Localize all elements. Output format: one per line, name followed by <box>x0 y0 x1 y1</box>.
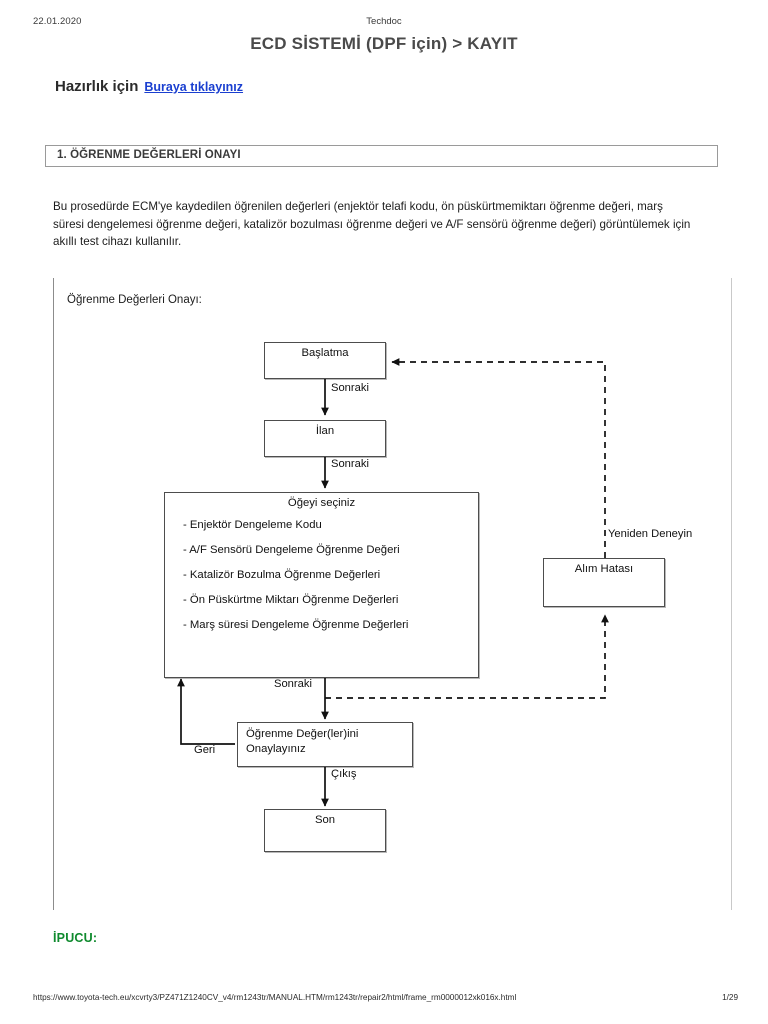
flowchart-container: Öğrenme Değerleri Onayı: Ba <box>53 278 732 910</box>
flow-node-select-item[interactable]: Öğeyi seçiniz - Enjektör Dengeleme Kodu … <box>164 492 479 678</box>
flow-node-receive-error-label: Alım Hatası <box>574 563 634 575</box>
flow-option-list: - Enjektör Dengeleme Kodu - A/F Sensörü … <box>183 519 471 644</box>
flow-edge-label-next-3: Sonraki <box>274 678 312 690</box>
flow-node-start-label: Başlatma <box>301 347 349 359</box>
section-heading-bar: 1. ÖĞRENME DEĞERLERİ ONAYI <box>45 145 718 167</box>
preparation-link[interactable]: Buraya tıklayınız <box>144 80 244 94</box>
page-title: ECD SİSTEMİ (DPF için) > KAYIT <box>250 34 518 53</box>
flow-node-confirm-values-line1: Öğrenme Değer(ler)ini <box>246 728 359 740</box>
flow-node-confirm-values-line2: Onaylayınız <box>246 743 306 755</box>
header-techdoc-label: Techdoc <box>366 16 402 27</box>
section-heading-text: 1. ÖĞRENME DEĞERLERİ ONAYI <box>57 149 241 161</box>
flow-node-confirm-values[interactable]: Öğrenme Değer(ler)ini Onaylayınız <box>237 722 413 767</box>
flow-edge-label-back: Geri <box>194 744 216 756</box>
tip-label: İPUCU: <box>53 931 98 945</box>
flow-edge-label-exit: Çıkış <box>331 768 357 780</box>
flow-edge-label-next-1: Sonraki <box>331 382 369 394</box>
section-bar-accent <box>46 146 49 166</box>
flow-node-receive-error[interactable]: Alım Hatası <box>543 558 665 607</box>
header-date: 22.01.2020 <box>33 16 82 27</box>
footer-page-number: 1/29 <box>722 993 738 1002</box>
flow-node-end[interactable]: Son <box>264 809 386 852</box>
flow-edge-label-retry: Yeniden Deneyin <box>608 528 693 540</box>
flowchart-caption: Öğrenme Değerleri Onayı: <box>67 294 202 306</box>
flow-node-end-label: Son <box>314 814 336 826</box>
flow-node-confirm-values-label: Öğrenme Değer(ler)ini Onaylayınız <box>246 727 358 757</box>
flow-option-item[interactable]: - Katalizör Bozulma Öğrenme Değerleri <box>183 569 381 581</box>
flow-option-item[interactable]: - Ön Püskürtme Miktarı Öğrenme Değerleri <box>183 594 399 606</box>
flow-node-select-item-label: Öğeyi seçiniz <box>287 497 356 509</box>
preparation-row: Hazırlık için Buraya tıklayınız <box>55 78 243 95</box>
flow-option-item[interactable]: - Enjektör Dengeleme Kodu <box>183 519 322 531</box>
flow-option-item[interactable]: - Marş süresi Dengeleme Öğrenme Değerler… <box>183 619 409 631</box>
flow-edge-label-next-2: Sonraki <box>331 458 369 470</box>
preparation-label: Hazırlık için <box>55 78 139 95</box>
body-paragraph: Bu prosedürde ECM'ye kaydedilen öğrenile… <box>53 200 691 248</box>
flow-node-start[interactable]: Başlatma <box>264 342 386 379</box>
footer-url: https://www.toyota-tech.eu/xcvrty3/PZ471… <box>33 993 517 1002</box>
flow-node-announce[interactable]: İlan <box>264 420 386 457</box>
flow-option-item[interactable]: - A/F Sensörü Dengeleme Öğrenme Değeri <box>183 544 400 556</box>
flow-node-announce-label: İlan <box>315 425 335 437</box>
